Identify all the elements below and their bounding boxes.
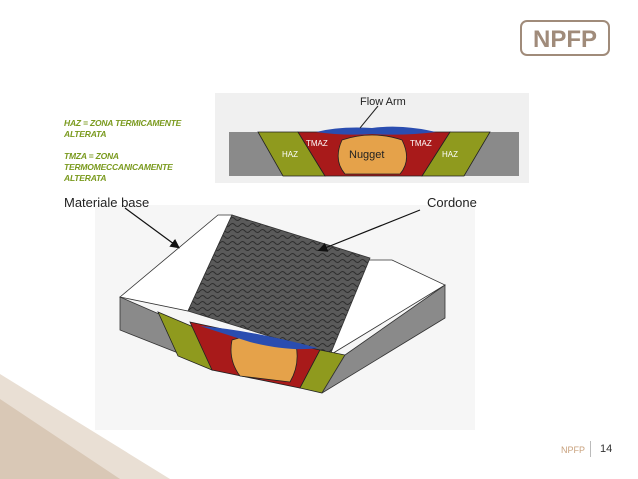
footer-brand: NPFP	[561, 445, 586, 455]
arrow-cordone	[317, 209, 421, 252]
legend-tmza-line1: TMZA = ZONA	[64, 151, 119, 161]
arrows	[124, 207, 421, 252]
flow-arm-region	[316, 126, 436, 135]
tmaz-left-label: TMAZ	[306, 139, 328, 148]
cross-section: Flow Arm HAZ TMAZ Nugget TMAZ HAZ	[215, 93, 529, 183]
front-face-right	[321, 284, 446, 394]
nugget-label: Nugget	[349, 149, 384, 161]
flow-arm-label: Flow Arm	[360, 96, 406, 108]
logo-text: NPFP	[533, 26, 597, 53]
haz-left-label: HAZ	[282, 150, 298, 159]
nugget-region	[337, 134, 407, 175]
front-flow-arm	[200, 326, 318, 350]
legend-haz-line2: ALTERATA	[64, 129, 107, 139]
haz-right-label: HAZ	[442, 150, 458, 159]
footer-divider	[590, 441, 591, 457]
arrow-base	[124, 207, 180, 249]
legend-tmza-line3: ALTERATA	[64, 173, 107, 183]
legend-tmza-line2: TERMOMECCANICAMENTE	[64, 162, 173, 172]
flow-arm-leader	[359, 105, 379, 129]
label-materiale-base: Materiale base	[64, 195, 150, 210]
page-number: 14	[600, 443, 613, 455]
npfp-logo: NPFP	[520, 20, 610, 56]
tmaz-right-label: TMAZ	[410, 139, 432, 148]
legend: HAZ = ZONA TERMICAMENTE ALTERATA TMZA = …	[64, 118, 214, 184]
label-cordone: Cordone	[427, 195, 477, 210]
legend-haz-line1: HAZ = ZONA TERMICAMENTE	[64, 118, 182, 128]
corner-decoration	[0, 374, 170, 479]
